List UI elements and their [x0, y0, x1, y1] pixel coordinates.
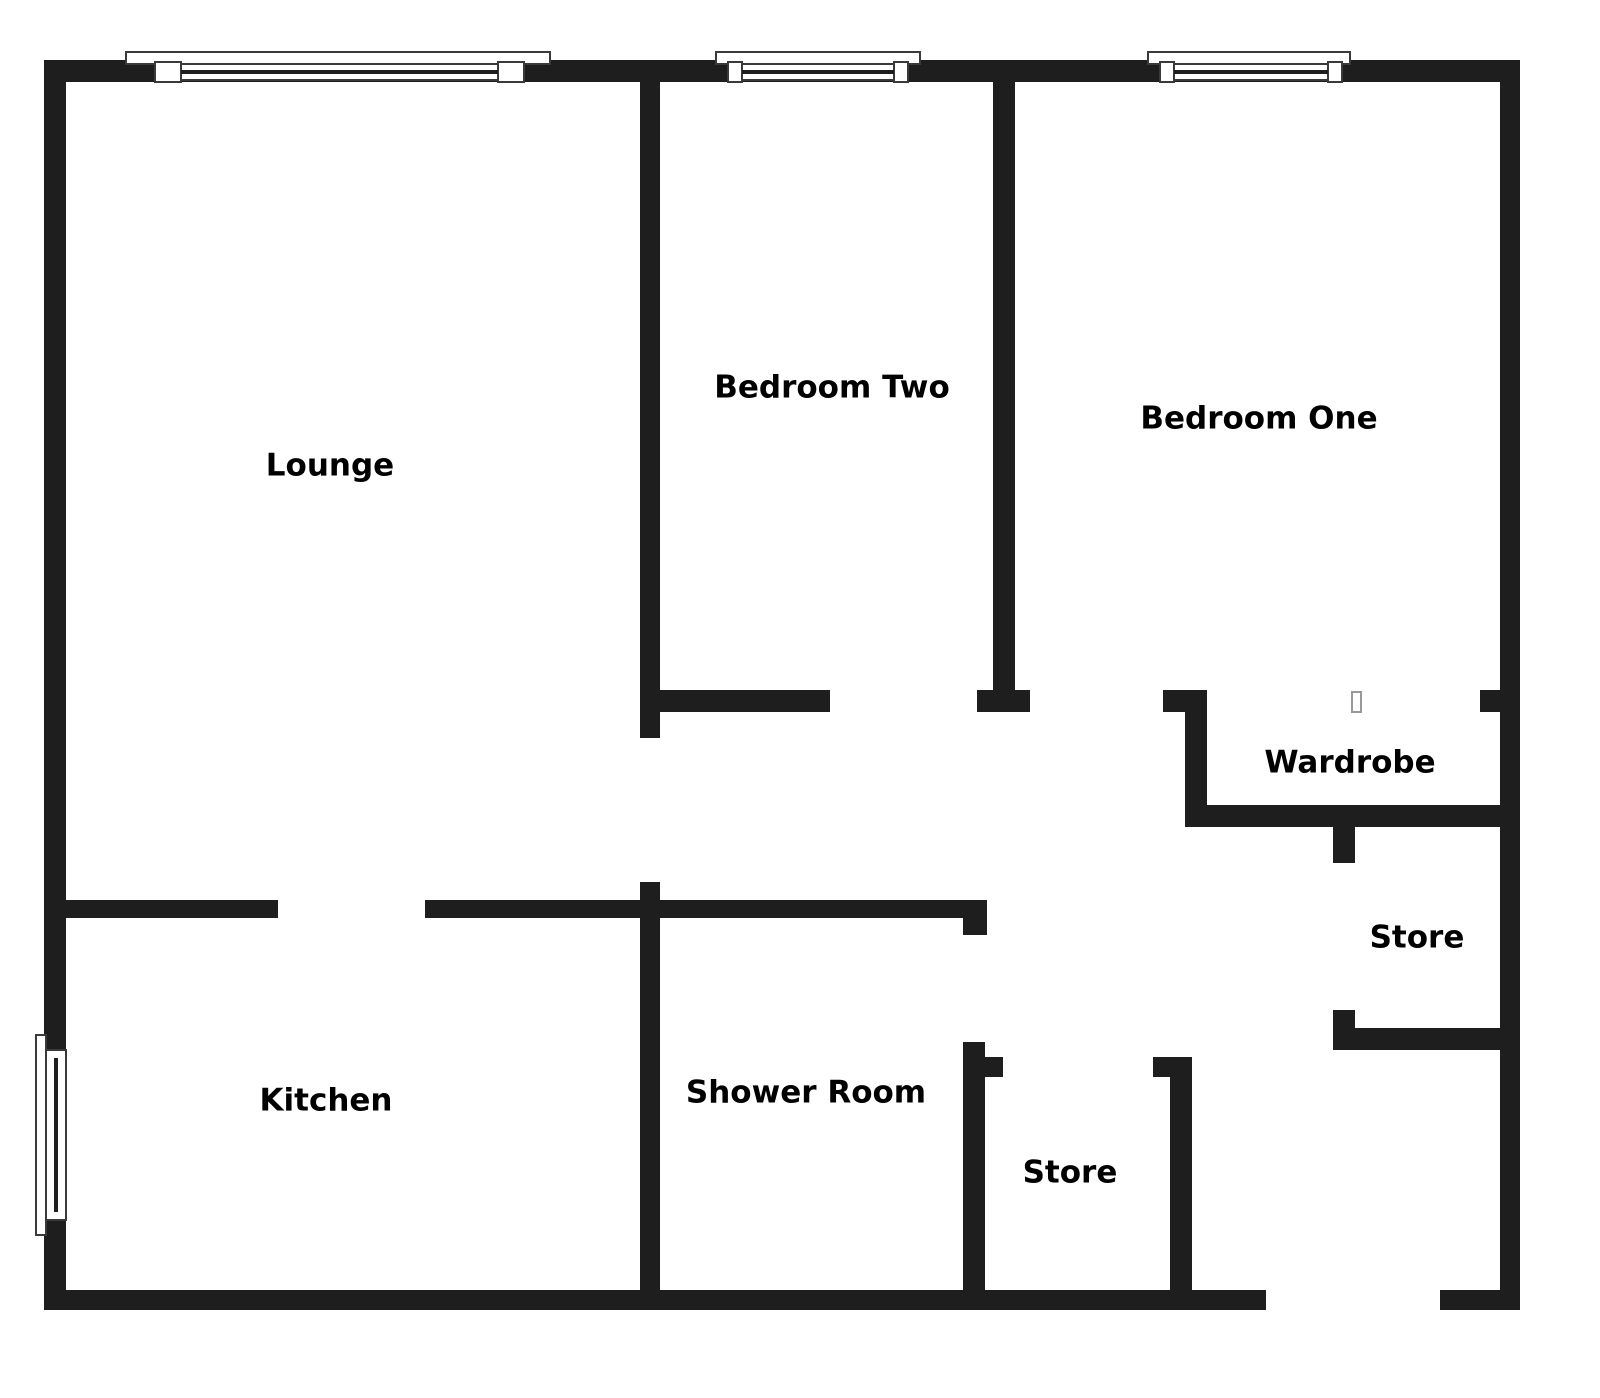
kitchen-top-wall-right: [425, 900, 987, 918]
room-label-kitchen: Kitchen: [259, 1083, 392, 1119]
shower-door-stub: [963, 900, 987, 935]
store-left-stub: [963, 1057, 1003, 1077]
wardrobe-bottom-wall: [1185, 805, 1505, 827]
room-label-store-right: Store: [1370, 920, 1465, 956]
left-wall-lower: [44, 1220, 66, 1310]
bedroom-two-window: [715, 51, 921, 83]
room-labels: Lounge Bedroom Two Bedroom One Wardrobe …: [259, 370, 1464, 1191]
bedroom-divider-wall: [993, 82, 1015, 702]
bottom-wall-left: [44, 1290, 1266, 1310]
store-bottom-wall: [1333, 1028, 1505, 1050]
bedroom-two-bottom-wall: [660, 690, 830, 712]
store-right-wall: [1170, 1057, 1192, 1290]
wardrobe-post-icon: [1351, 691, 1362, 713]
bottom-wall-right: [1440, 1290, 1520, 1310]
wardrobe-stub-right: [1480, 690, 1502, 712]
store-left-wall: [963, 1042, 985, 1290]
interior-walls: [66, 82, 1505, 1290]
kitchen-top-wall-left: [66, 900, 278, 918]
kitchen-window: [35, 1034, 67, 1236]
left-wall-upper: [44, 60, 66, 1050]
lounge-window: [125, 51, 551, 83]
lounge-bedroom-two-wall: [640, 82, 660, 738]
room-label-wardrobe: Wardrobe: [1264, 745, 1435, 781]
outer-walls: [44, 60, 1520, 1310]
bedroom-one-window: [1147, 51, 1351, 83]
windows: [35, 51, 1351, 1236]
room-label-bedroom-one: Bedroom One: [1140, 401, 1377, 437]
room-label-bedroom-two: Bedroom Two: [714, 370, 950, 406]
room-label-lounge: Lounge: [266, 448, 394, 484]
room-label-store-bottom: Store: [1023, 1155, 1118, 1191]
store-door-stub-top: [1333, 827, 1355, 863]
store-right-stub: [1153, 1057, 1192, 1077]
room-label-shower-room: Shower Room: [686, 1075, 926, 1111]
right-wall: [1500, 60, 1520, 1310]
kitchen-shower-wall: [640, 882, 660, 1290]
bedroom-divider-stub: [977, 690, 1030, 712]
wardrobe-left-wall: [1185, 690, 1207, 827]
